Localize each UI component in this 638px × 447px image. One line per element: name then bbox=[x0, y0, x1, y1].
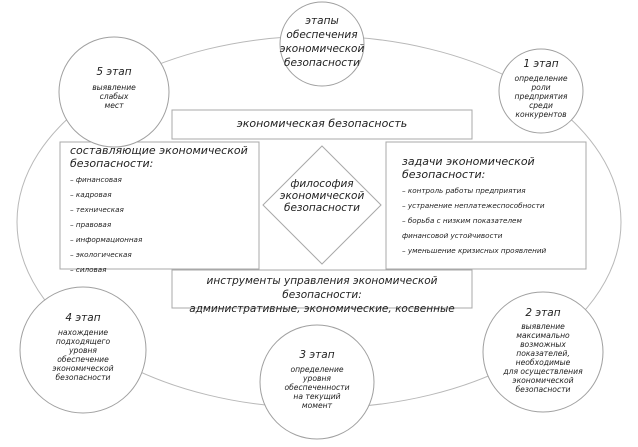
list-item: – экологическая bbox=[70, 250, 132, 259]
list-item: – техническая bbox=[70, 205, 124, 214]
stage5-line: выявление bbox=[92, 83, 136, 92]
stage4-line: обеспечение bbox=[57, 355, 109, 364]
circle-top bbox=[279, 1, 365, 87]
components-title: безопасности: bbox=[70, 157, 154, 170]
stage3-title: 3 этап bbox=[299, 349, 335, 361]
stage3-line: момент bbox=[301, 401, 333, 410]
instruments-line: инструменты управления экономической без… bbox=[206, 275, 438, 301]
circle-stage4 bbox=[19, 286, 147, 414]
circle-stage5 bbox=[58, 36, 170, 148]
stage3-line: обеспеченности bbox=[284, 383, 350, 392]
list-item: – правовая bbox=[70, 220, 112, 229]
stage1-line: роли bbox=[531, 83, 551, 92]
stage2-line: выявление bbox=[521, 322, 565, 331]
tasks-title: безопасности: bbox=[402, 168, 486, 181]
stage3-line: уровня bbox=[303, 374, 331, 383]
stage2-line: экономической bbox=[512, 376, 574, 385]
list-item: финансовой устойчивости bbox=[402, 231, 503, 240]
econ-security-box bbox=[171, 109, 473, 140]
list-item: – контроль работы предприятия bbox=[402, 186, 526, 195]
list-item: – силовая bbox=[70, 265, 107, 274]
circle-stage1 bbox=[498, 48, 584, 134]
stage2-text: 2 этап выявление максимально возможных п… bbox=[493, 307, 593, 394]
stage3-text: 3 этап определение уровня обеспеченности… bbox=[267, 349, 367, 410]
stage2-title: 2 этап bbox=[525, 307, 561, 319]
stage1-line: предприятия bbox=[514, 92, 568, 101]
stage1-text: 1 этап определение роли предприятия сред… bbox=[496, 58, 586, 119]
list-item: – уменьшение кризисных проявлений bbox=[402, 246, 547, 255]
instruments-box bbox=[171, 269, 473, 309]
stage5-title: 5 этап bbox=[96, 66, 132, 78]
components-list: – финансовая – кадровая – техническая – … bbox=[70, 172, 255, 277]
stage2-line: для осуществления bbox=[503, 367, 583, 376]
stage5-line: слабых bbox=[99, 92, 129, 101]
philosophy-text: философия экономической безопасности bbox=[272, 178, 372, 214]
tasks-list: – контроль работы предприятия – устранен… bbox=[402, 183, 582, 258]
stage4-text: 4 этап нахождение подходящего уровня обе… bbox=[33, 312, 133, 382]
econ-security-label: экономическая безопасность bbox=[236, 117, 408, 130]
top-line: безопасности bbox=[283, 57, 361, 69]
stage3-line: определение bbox=[290, 365, 344, 374]
top-line: экономической bbox=[279, 43, 365, 55]
list-item: – информационная bbox=[70, 235, 143, 244]
list-item: – борьба с низким показателем bbox=[402, 216, 522, 225]
top-line: обеспечения bbox=[286, 29, 358, 41]
stage1-title: 1 этап bbox=[523, 58, 559, 70]
stage5-line: мест bbox=[104, 101, 124, 110]
stage4-title: 4 этап bbox=[65, 312, 101, 324]
stage4-line: подходящего bbox=[55, 337, 111, 346]
tasks-title: задачи экономической bbox=[402, 155, 535, 168]
circle-top-text: этапы обеспечения экономической безопасн… bbox=[272, 14, 372, 70]
philosophy-line: безопасности bbox=[283, 202, 361, 214]
stage4-line: нахождение bbox=[57, 328, 109, 337]
tasks-content: задачи экономической безопасности: – кон… bbox=[402, 155, 582, 258]
stage1-line: среди bbox=[529, 101, 553, 110]
philosophy-line: философия bbox=[290, 178, 354, 190]
instruments-line: административные, экономические, косвенн… bbox=[189, 303, 455, 315]
list-item: – кадровая bbox=[70, 190, 112, 199]
stage2-line: максимально bbox=[516, 331, 570, 340]
stage1-line: конкурентов bbox=[515, 110, 567, 119]
stage2-line: показателей, bbox=[516, 349, 570, 358]
stage4-line: уровня bbox=[69, 346, 97, 355]
list-item: – финансовая bbox=[70, 175, 122, 184]
circle-stage2 bbox=[482, 291, 604, 413]
stage2-line: возможных bbox=[520, 340, 566, 349]
philosophy-line: экономической bbox=[279, 190, 365, 202]
stage2-line: безопасности bbox=[515, 385, 571, 394]
stage4-line: экономической bbox=[52, 364, 114, 373]
stage1-line: определение bbox=[514, 74, 568, 83]
list-item: – устранение неплатежеспособности bbox=[402, 201, 545, 210]
tasks-box bbox=[385, 141, 587, 270]
stage2-line: необходимые bbox=[515, 358, 571, 367]
stage3-line: на текущий bbox=[293, 392, 341, 401]
components-title: составляющие экономической bbox=[70, 144, 248, 157]
circle-stage3 bbox=[259, 324, 375, 440]
instruments-content: инструменты управления экономической без… bbox=[172, 274, 472, 316]
components-box bbox=[59, 141, 260, 270]
philosophy-diamond bbox=[262, 145, 382, 265]
stage4-line: безопасности bbox=[55, 373, 111, 382]
stage5-text: 5 этап выявление слабых мест bbox=[69, 66, 159, 110]
top-line: этапы bbox=[305, 15, 339, 27]
components-content: составляющие экономической безопасности:… bbox=[70, 144, 255, 277]
